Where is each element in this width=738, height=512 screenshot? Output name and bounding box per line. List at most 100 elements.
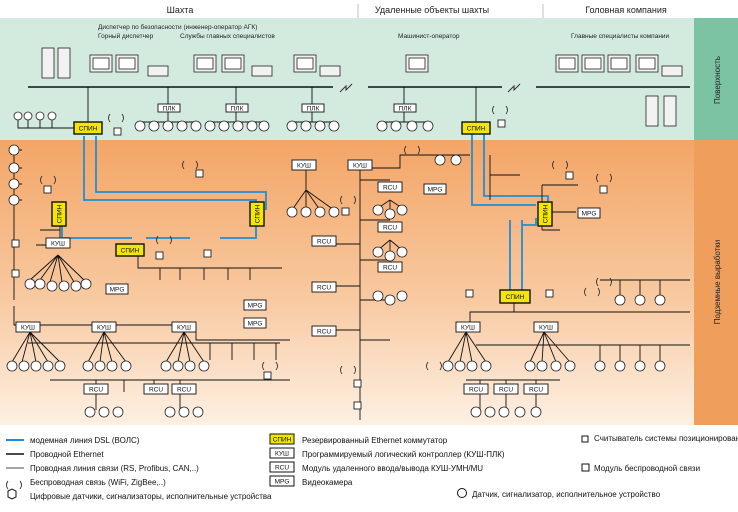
plc-device: ПЛК bbox=[225, 103, 249, 113]
label-machine-operator: Машинист-оператор bbox=[398, 33, 460, 40]
kush-device: КУШ bbox=[533, 321, 559, 333]
spin-device: СПИН bbox=[73, 121, 103, 135]
rcu-label: RCU bbox=[383, 265, 397, 272]
spin-label: СПИН bbox=[543, 204, 550, 223]
kush-label: КУШ bbox=[21, 325, 35, 332]
rcu-device: RCU bbox=[377, 221, 403, 233]
mpg-device: MPG bbox=[577, 207, 601, 219]
wireless-icon bbox=[552, 160, 568, 170]
rcu-label: RCU bbox=[177, 387, 191, 394]
header-mine: Шахта bbox=[167, 5, 194, 15]
kush-label: КУШ bbox=[177, 325, 191, 332]
legend-wireless-module: Модуль беспроводной связи bbox=[594, 464, 700, 473]
mpg-label: MPG bbox=[582, 211, 597, 218]
rcu-device: RCU bbox=[311, 325, 337, 337]
plc-label: ПЛК bbox=[231, 106, 244, 113]
kush-label: КУШ bbox=[51, 241, 65, 248]
rcu-device: RCU bbox=[493, 383, 519, 395]
legend-wireless-icon bbox=[6, 480, 22, 490]
plc-label: ПЛК bbox=[399, 106, 412, 113]
wireless-icon bbox=[596, 173, 612, 183]
kush-device: КУШ bbox=[455, 321, 481, 333]
rcu-label: RCU bbox=[383, 225, 397, 232]
label-dispatcher-safety: Диспетчер по безопасности (инженер-опера… bbox=[98, 23, 257, 31]
kush-device: КУШ bbox=[15, 321, 41, 333]
spin-device: СПИН bbox=[249, 201, 265, 227]
kush-device: КУШ bbox=[347, 159, 373, 171]
rcu-label: RCU bbox=[89, 387, 103, 394]
wireless-icon bbox=[156, 235, 172, 245]
legend-spin-code: СПИН bbox=[273, 437, 292, 444]
rcu-device: RCU bbox=[171, 383, 197, 395]
legend-digital-sensor-icon bbox=[7, 488, 17, 500]
wireless-icon bbox=[492, 105, 508, 115]
legend-reader: Считыватель системы позиционирования пер… bbox=[594, 434, 738, 443]
kush-label: КУШ bbox=[353, 163, 367, 170]
kush-label: КУШ bbox=[97, 325, 111, 332]
wireless-icon bbox=[340, 195, 356, 205]
spin-label: СПИН bbox=[467, 126, 486, 133]
rcu-device: RCU bbox=[83, 383, 109, 395]
rcu-label: RCU bbox=[149, 387, 163, 394]
rcu-device: RCU bbox=[311, 235, 337, 247]
legend-mpg: Видеокамера bbox=[302, 478, 353, 487]
legend-spin: Резервированный Ethernet коммутатор bbox=[302, 436, 448, 445]
rcu-label: RCU bbox=[317, 285, 331, 292]
header-remote: Удаленные объекты шахты bbox=[375, 5, 489, 15]
rcu-device: RCU bbox=[523, 383, 549, 395]
side-band-surface bbox=[694, 18, 738, 140]
mpg-device: MPG bbox=[243, 317, 267, 329]
legend-ethernet: Проводной Ethernet bbox=[30, 450, 104, 459]
sensor-circles bbox=[6, 111, 666, 418]
header-band bbox=[0, 0, 738, 18]
wireless-icon bbox=[596, 277, 612, 287]
wireless-icon bbox=[426, 361, 442, 371]
legend-rcu: Модуль удаленного ввода/вывода КУШ-УМН/M… bbox=[302, 464, 483, 473]
spin-device: СПИН bbox=[537, 201, 553, 227]
legend-wired: Проводная линия связи (RS, Profibus, CAN… bbox=[30, 464, 199, 473]
legend-spin-swatch bbox=[269, 433, 295, 445]
plc-device: ПЛК bbox=[157, 103, 181, 113]
kush-label: КУШ bbox=[539, 325, 553, 332]
rcu-label: RCU bbox=[469, 387, 483, 394]
legend-kush: Программируемый логический контроллер (К… bbox=[302, 450, 505, 459]
rcu-label: RCU bbox=[317, 239, 331, 246]
wireless-icon bbox=[584, 287, 600, 297]
spin-label: СПИН bbox=[57, 204, 64, 223]
small-modules bbox=[11, 119, 608, 410]
rcu-device: RCU bbox=[311, 281, 337, 293]
rcu-device: RCU bbox=[377, 261, 403, 273]
wireless-icon bbox=[262, 361, 278, 371]
wireless-icon bbox=[340, 365, 356, 375]
rcu-label: RCU bbox=[499, 387, 513, 394]
legend-digital-sensors: Цифровые датчики, сигнализаторы, исполни… bbox=[30, 492, 272, 501]
spin-label: СПИН bbox=[79, 126, 98, 133]
header-company: Головная компания bbox=[585, 5, 667, 15]
spin-device: СПИН bbox=[499, 289, 531, 304]
underground-zone bbox=[0, 140, 694, 425]
legend-kush-code: КУШ bbox=[275, 451, 289, 458]
rcu-label: RCU bbox=[317, 329, 331, 336]
spin-device: СПИН bbox=[115, 243, 145, 257]
legend-wireless: Беспроводная связь (WiFi, ZigBee,..) bbox=[30, 478, 166, 487]
label-chief-specialists: Главные специалисты компании bbox=[571, 33, 670, 40]
rcu-device: RCU bbox=[377, 181, 403, 193]
legend-wireless-module-icon bbox=[581, 463, 590, 472]
spin-label: СПИН bbox=[506, 294, 525, 301]
wireless-icon bbox=[40, 175, 56, 185]
spin-device: СПИН bbox=[461, 121, 491, 135]
mpg-device: MPG bbox=[423, 183, 447, 195]
mpg-label: MPG bbox=[248, 321, 263, 328]
legend-mpg-code: MPG bbox=[275, 479, 290, 486]
kush-label: КУШ bbox=[297, 163, 311, 170]
kush-device: КУШ bbox=[291, 159, 317, 171]
legend-reader-icon bbox=[581, 435, 589, 443]
wireless-icon bbox=[182, 160, 198, 170]
plc-device: ПЛК bbox=[393, 103, 417, 113]
kush-label: КУШ bbox=[461, 325, 475, 332]
workstations bbox=[41, 47, 683, 127]
legend-sensor: Датчик, сигнализатор, исполнительное уст… bbox=[472, 490, 661, 499]
mpg-label: MPG bbox=[110, 287, 125, 294]
